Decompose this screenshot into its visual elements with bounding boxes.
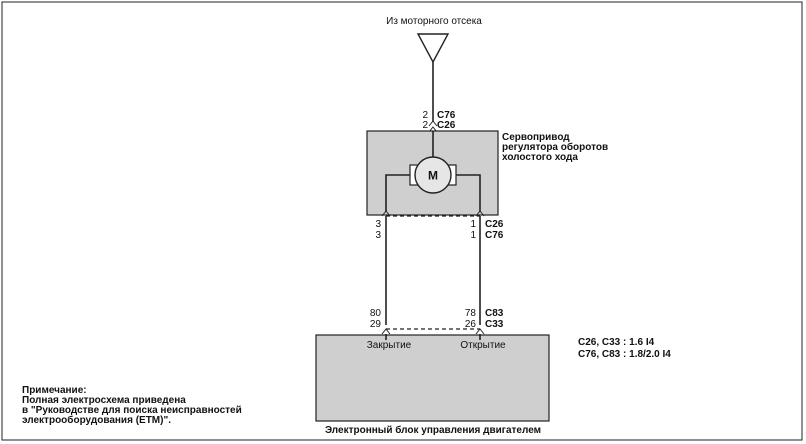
pin-mid-left-b: 3 [375, 230, 381, 241]
connector-bottom-b: C33 [485, 319, 504, 330]
pin-chevron-mid-left [381, 210, 391, 217]
pin-top-a: 2 [422, 110, 428, 121]
pin-bottom-left-a: 80 [370, 308, 382, 319]
pin-top-b: 2 [422, 120, 428, 131]
pin-mid-left-a: 3 [375, 219, 381, 230]
actuator-label-2: регулятора оборотов [502, 141, 608, 153]
pin-bottom-left-b: 29 [370, 319, 382, 330]
note-line-2: в "Руководстве для поиска неисправностей [22, 405, 242, 416]
connector-mid-a: C26 [485, 219, 504, 230]
note-title: Примечание: [22, 385, 87, 396]
note-line-3: электрооборудования (ETM)". [22, 414, 171, 426]
connector-bottom-a: C83 [485, 308, 504, 319]
source-label: Из моторного отсека [386, 16, 482, 27]
source-triangle-icon [416, 33, 450, 64]
pin-bottom-right-b: 26 [465, 319, 477, 330]
legend-line-2: C76, C83 : 1.8/2.0 I4 [578, 349, 671, 360]
connector-top-b: C26 [437, 120, 456, 131]
pin-chevron-bottom-right [475, 328, 485, 335]
ecu-title: Электронный блок управления двигателем [325, 424, 541, 436]
actuator-label-3: холостого хода [502, 152, 578, 163]
legend-line-1: C26, C33 : 1.6 I4 [578, 337, 655, 348]
connector-mid-b: C76 [485, 230, 504, 241]
wire-motor-right [456, 174, 481, 212]
motor-icon [414, 156, 452, 194]
pin-bottom-right-a: 78 [465, 308, 477, 319]
ecu-close-label: Закрытие [367, 340, 412, 351]
actuator-label-1: Сервопривод [502, 132, 570, 143]
pin-mid-right-a: 1 [470, 219, 476, 230]
wire-motor-left [385, 174, 410, 212]
pin-mid-right-b: 1 [470, 230, 476, 241]
pin-chevron-mid-right [475, 210, 485, 217]
motor-letter: M [428, 169, 438, 183]
note-line-1: Полная электросхема приведена [22, 395, 186, 406]
ecu-open-label: Открытие [460, 340, 506, 351]
pin-chevron-top-2 [428, 126, 438, 133]
pin-chevron-top [428, 120, 438, 127]
ecu-box [315, 334, 550, 422]
connector-top-a: C76 [437, 110, 456, 121]
pin-chevron-bottom-left [381, 328, 391, 335]
